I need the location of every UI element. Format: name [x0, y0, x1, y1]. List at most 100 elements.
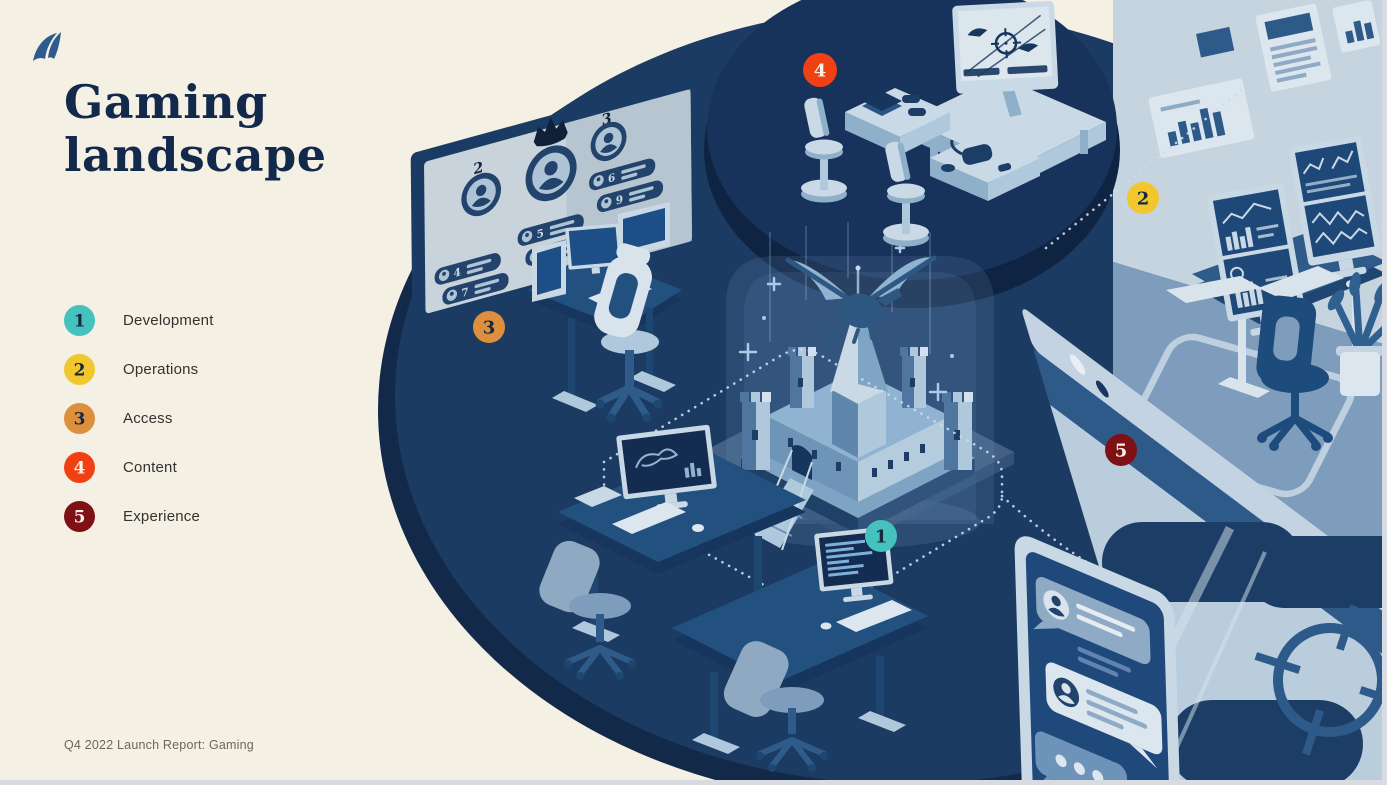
crown-icon [533, 117, 568, 147]
legend-badge-3: 3 [64, 403, 95, 434]
rank-chip: 4 [434, 253, 501, 285]
legend-item-operations: 2 Operations [64, 354, 214, 385]
svg-text:6: 6 [608, 171, 615, 186]
tablet [574, 486, 622, 507]
stool [883, 141, 929, 247]
console-ottoman [845, 88, 950, 155]
legend-item-experience: 5 Experience [64, 501, 214, 532]
legend-label: Operations [123, 361, 199, 378]
chat-bubble-incoming [1033, 577, 1151, 677]
cloud-silhouette [1168, 700, 1363, 785]
title-line-1: Gaming [64, 75, 268, 129]
controller-icon [908, 108, 926, 116]
vr-ottoman [930, 133, 1040, 201]
svg-text:5: 5 [1115, 441, 1128, 462]
map-badge-access: 3 [473, 311, 505, 343]
avatar-second-place [461, 172, 502, 217]
svg-text:4: 4 [814, 61, 827, 82]
svg-text:5: 5 [536, 226, 543, 241]
plant [1327, 272, 1387, 396]
art-monitor [616, 424, 717, 511]
legend-badge-4: 4 [64, 452, 95, 483]
map-badge-operations: 2 [1127, 182, 1159, 214]
map-badge-development: 1 [865, 520, 897, 552]
castle-gate [792, 445, 812, 480]
poster-report [1255, 3, 1332, 92]
map-badge-content: 4 [803, 53, 837, 87]
dragon-sketch [635, 448, 679, 469]
content-lounge [801, 0, 1106, 247]
map-badge-experience: 5 [1105, 434, 1137, 466]
footer-caption: Q4 2022 Launch Report: Gaming [64, 738, 254, 752]
dashboard-monitor-right [1288, 135, 1382, 280]
mouse [820, 622, 832, 630]
laptop-deck [1166, 276, 1262, 303]
laptop-bezel-outer [1022, 309, 1387, 741]
legend-badge-5: 5 [64, 501, 95, 532]
poster-mini-bars [1332, 0, 1381, 53]
poster-bar-chart [1148, 78, 1255, 159]
svg-text:1: 1 [875, 527, 888, 548]
svg-text:9: 9 [616, 193, 623, 208]
avatar-first-place [525, 145, 577, 202]
legend-item-access: 3 Access [64, 403, 214, 434]
operations-keyboard [1258, 266, 1344, 300]
office-chair [723, 641, 828, 772]
access-gaming-setup [528, 202, 682, 423]
svg-text:7: 7 [461, 285, 468, 300]
second-place-label: 2 [473, 158, 483, 179]
third-place-label: 3 [602, 108, 612, 129]
desk-foot [1218, 377, 1270, 398]
rank-chip: 6 [589, 158, 656, 191]
svg-text:5: 5 [74, 508, 86, 528]
legend-item-content: 4 Content [64, 452, 214, 483]
castle [740, 265, 975, 551]
chat-phone [1014, 536, 1183, 785]
tv-bench [908, 76, 1106, 168]
title-line-2: landscape [64, 128, 327, 183]
keyboard [612, 502, 686, 534]
dotted-connectors [602, 86, 1246, 613]
legend-badge-2: 2 [64, 354, 95, 385]
sparkles [738, 242, 948, 402]
development-desk-art [539, 424, 806, 680]
svg-text:3: 3 [483, 318, 496, 339]
desk-leg [1238, 302, 1246, 388]
desk-top [672, 562, 928, 682]
controller-icon [902, 95, 920, 103]
legend-label: Access [123, 410, 173, 427]
legend-label: Development [123, 312, 214, 329]
development-desk-code [672, 526, 928, 772]
castle-towers [740, 347, 973, 470]
svg-text:1: 1 [74, 312, 86, 332]
svg-text:2: 2 [1137, 189, 1150, 210]
svg-text:3: 3 [74, 410, 86, 430]
office-chair [539, 540, 636, 680]
avatar-third-place [590, 121, 627, 162]
legend-label: Experience [123, 508, 201, 525]
legend-label: Content [123, 459, 177, 476]
cloud-silhouette [1248, 536, 1387, 608]
legend-item-development: 1 Development [64, 305, 214, 336]
rank-chip: 7 [442, 273, 509, 305]
rank-chip: 9 [596, 180, 664, 213]
center-monitor [565, 223, 623, 274]
legend: 1 Development 2 Operations 3 Access [64, 305, 214, 550]
wall-box [1196, 26, 1235, 58]
keyboard [836, 600, 912, 632]
svg-text:4: 4 [453, 265, 461, 280]
mouse [692, 524, 704, 532]
webcam-icon [1069, 354, 1086, 375]
svg-text:2: 2 [74, 361, 86, 381]
dragon [785, 255, 937, 363]
crosshair-icon [990, 28, 1022, 59]
stool [801, 97, 847, 203]
gaming-chair [594, 243, 663, 423]
rank-chip: 5 [517, 214, 584, 246]
legend-badge-1: 1 [64, 305, 95, 336]
code-lines [825, 539, 873, 577]
webcam-icon [1095, 380, 1109, 398]
